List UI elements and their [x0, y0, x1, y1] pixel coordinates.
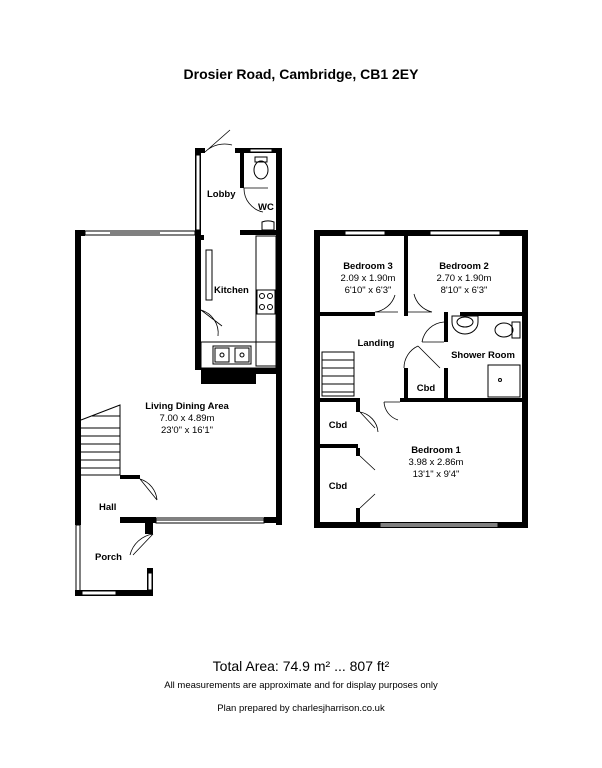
bedroom3-imperial: 6'10" x 6'3" — [345, 285, 392, 296]
living-metric: 7.00 x 4.89m — [160, 413, 215, 424]
porch-label: Porch — [95, 552, 122, 563]
bedroom3-metric: 2.09 x 1.90m — [341, 273, 396, 284]
upper-cbd-label: Cbd — [329, 420, 348, 431]
bedroom1-metric: 3.98 x 2.86m — [409, 457, 464, 468]
plan-title: Drosier Road, Cambridge, CB1 2EY — [183, 66, 419, 82]
bedroom1-label: Bedroom 1 — [411, 445, 461, 456]
disclaimer: All measurements are approximate and for… — [164, 680, 438, 691]
ground-floor — [75, 129, 282, 596]
landing-label: Landing — [358, 338, 395, 349]
lobby-label: Lobby — [207, 189, 236, 200]
first-floor — [314, 230, 528, 528]
living-imperial: 23'0" x 16'1" — [161, 425, 213, 436]
bedroom2-imperial: 8'10" x 6'3" — [441, 285, 488, 296]
first-stairs — [321, 351, 355, 397]
bedroom3-label: Bedroom 3 — [343, 261, 393, 272]
total-area: Total Area: 74.9 m² ... 807 ft² — [212, 658, 390, 674]
shower-room-label: Shower Room — [451, 350, 515, 361]
hall-label: Hall — [99, 502, 116, 513]
bedroom2-label: Bedroom 2 — [439, 261, 489, 272]
wc-label: WC — [258, 202, 274, 213]
credit: Plan prepared by charlesjharrison.co.uk — [217, 703, 385, 714]
living-label: Living Dining Area — [145, 401, 229, 412]
bedroom2-metric: 2.70 x 1.90m — [437, 273, 492, 284]
ground-stairs — [80, 404, 121, 476]
landing-cbd-label: Cbd — [417, 383, 436, 394]
kitchen-label: Kitchen — [214, 285, 249, 296]
lower-cbd-label: Cbd — [329, 481, 348, 492]
bedroom1-imperial: 13'1" x 9'4" — [413, 469, 460, 480]
